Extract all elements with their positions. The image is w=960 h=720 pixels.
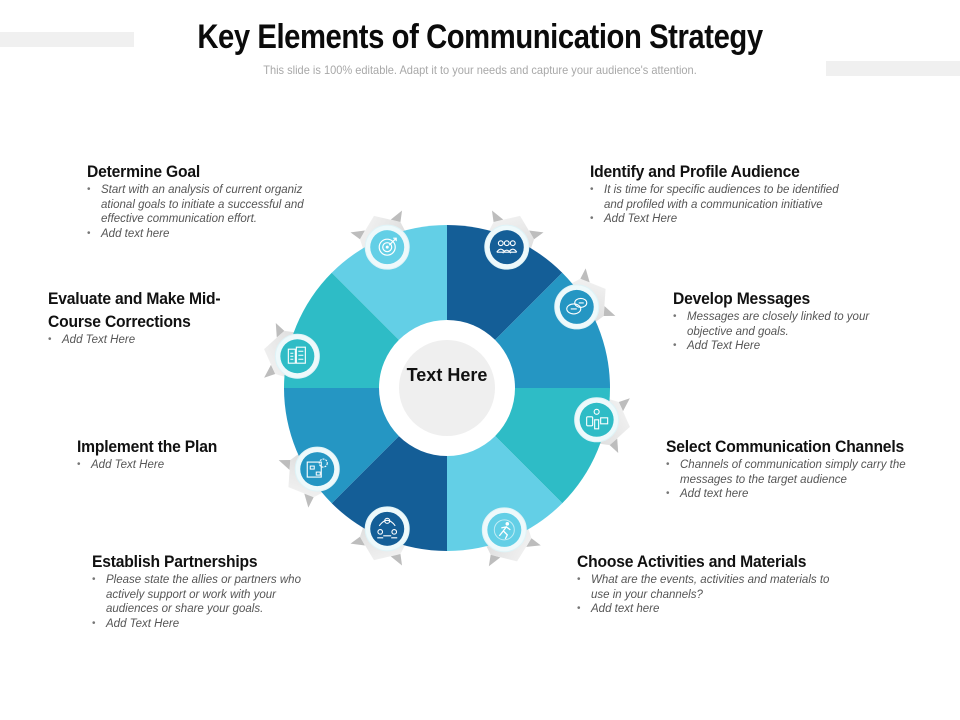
channels-devices-icon: [586, 408, 609, 430]
element-bullet: Add Text Here: [673, 339, 888, 354]
element-title: Establish Partnerships: [92, 552, 258, 571]
element-title: Determine Goal: [87, 162, 201, 181]
element-block-select-channels: Select Communication Channels Channels o…: [666, 435, 928, 502]
element-block-develop-messages: Develop Messages Messages are closely li…: [673, 287, 888, 354]
element-block-identify-audience: Identify and Profile Audience It is time…: [590, 160, 860, 227]
element-bullet: Start with an analysis of current organi…: [87, 183, 327, 227]
element-block-choose-activities: Choose Activities and Materials What are…: [577, 550, 839, 617]
chat-bubbles-icon: [566, 297, 588, 315]
center-disc: [399, 340, 495, 436]
slide-subtitle: This slide is 100% editable. Adapt it to…: [263, 63, 697, 77]
decorative-bar-right: [826, 61, 960, 76]
element-block-evaluate-corrections: Evaluate and Make Mid-Course Corrections…: [48, 287, 248, 348]
icon-badge: [274, 333, 320, 379]
element-bullet: Add Text Here: [92, 617, 322, 632]
plan-gear-icon: [306, 458, 328, 478]
element-title: Select Communication Channels: [666, 437, 905, 456]
icon-badge: [364, 506, 410, 552]
element-bullet: Channels of communication simply carry t…: [666, 458, 928, 487]
element-bullet: Add text here: [577, 602, 839, 617]
element-bullet: Add Text Here: [48, 333, 248, 348]
slide-title: Key Elements of Communication Strategy: [197, 18, 763, 56]
element-title: Choose Activities and Materials: [577, 552, 807, 571]
icon-badge: [481, 507, 527, 553]
running-person-icon: [493, 519, 515, 541]
element-title: Develop Messages: [673, 289, 811, 308]
report-documents-icon: [287, 346, 306, 364]
element-bullet: Add Text Here: [590, 212, 860, 227]
element-block-establish-partnerships: Establish Partnerships Please state the …: [92, 550, 322, 631]
element-bullet: What are the events, activities and mate…: [577, 573, 839, 602]
element-title: Evaluate and Make Mid-Course Corrections: [48, 289, 221, 331]
element-bullet: Add text here: [87, 227, 327, 242]
element-bullet: Add text here: [666, 487, 928, 502]
icon-badge: [554, 284, 600, 330]
icon-badge: [484, 224, 530, 270]
element-title: Identify and Profile Audience: [590, 162, 800, 181]
element-bullet: Please state the allies or partners who …: [92, 573, 322, 617]
icon-badge: [364, 224, 410, 270]
decorative-bar-left: [0, 32, 134, 47]
center-label: Text Here: [406, 365, 488, 385]
element-block-implement-plan: Implement the Plan Add Text Here: [77, 435, 267, 473]
element-block-determine-goal: Determine Goal Start with an analysis of…: [87, 160, 327, 241]
element-title: Implement the Plan: [77, 437, 218, 456]
element-bullet: Add Text Here: [77, 458, 267, 473]
target-icon: [378, 237, 397, 256]
icon-badge: [294, 446, 340, 492]
element-bullet: It is time for specific audiences to be …: [590, 183, 860, 212]
element-bullet: Messages are closely linked to your obje…: [673, 310, 888, 339]
partners-network-icon: [377, 517, 398, 539]
audience-group-icon: [496, 240, 518, 254]
icon-badge: [574, 397, 620, 443]
